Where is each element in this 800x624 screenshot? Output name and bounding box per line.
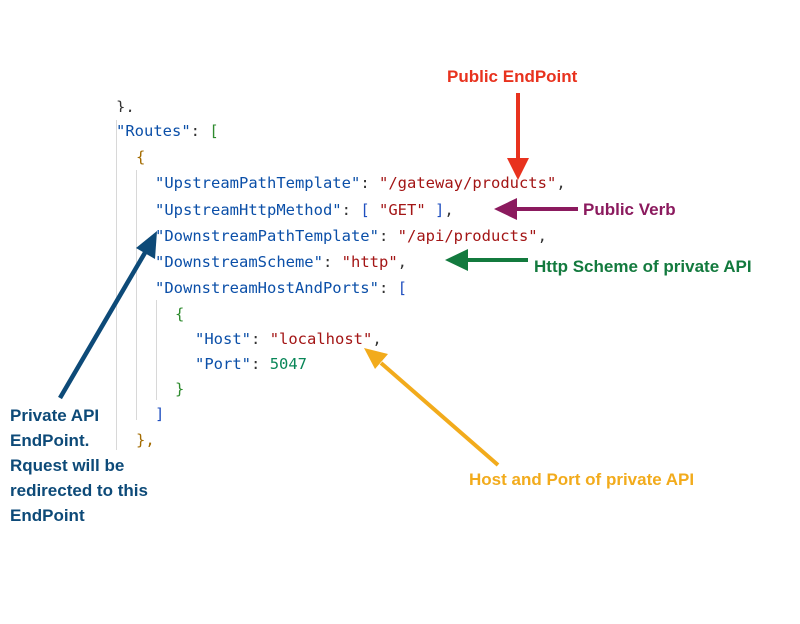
upstream-path-value: "/gateway/products" [379, 174, 557, 192]
public-endpoint-label: Public EndPoint [447, 67, 578, 86]
code-line-upstream-path: "UpstreamPathTemplate": "/gateway/produc… [155, 174, 566, 192]
host-open-brace: { [175, 305, 185, 323]
hosts-close-bracket: ] [155, 405, 165, 423]
private-endpoint-arrow [58, 249, 148, 400]
downstream-scheme-value: "http" [341, 253, 398, 271]
port-key: "Port" [195, 355, 251, 373]
indent-guide [116, 120, 117, 450]
http-scheme-arrowhead [445, 249, 468, 271]
code-line-downstream-scheme: "DownstreamScheme": "http", [155, 253, 408, 271]
public-endpoint-arrowhead [507, 158, 529, 180]
code-line-prev-close: }, [116, 100, 135, 112]
code-line-host-close: } [175, 380, 185, 398]
prev-close-brace: }, [116, 100, 135, 112]
code-line-route-close: }, [136, 431, 155, 449]
indent-guide [136, 170, 137, 420]
host-port-arrow [379, 361, 500, 467]
host-port-label: Host and Port of private API [469, 470, 695, 489]
downstream-scheme-key: "DownstreamScheme" [155, 253, 323, 271]
host-value: "localhost" [269, 330, 373, 348]
port-value: 5047 [269, 355, 308, 373]
upstream-method-value: "GET" [379, 201, 426, 219]
http-scheme-label: Http Scheme of private API [534, 257, 752, 276]
private-endpoint-label: Private API EndPoint. Rquest will be red… [10, 406, 148, 525]
upstream-path-key: "UpstreamPathTemplate" [155, 174, 361, 192]
upstream-method-key: "UpstreamHttpMethod" [155, 201, 342, 219]
code-line-downstream-path: "DownstreamPathTemplate": "/api/products… [155, 227, 547, 245]
code-line-upstream-method: "UpstreamHttpMethod": [ "GET" ], [155, 201, 454, 219]
code-line-route-open: { [136, 148, 146, 166]
downstream-hosts-key: "DownstreamHostAndPorts" [155, 279, 379, 297]
route-open-brace: { [136, 148, 146, 166]
host-key: "Host" [195, 330, 251, 348]
code-line-host: "Host": "localhost", [195, 330, 382, 348]
downstream-path-value: "/api/products" [397, 227, 538, 245]
hosts-open-bracket: [ [397, 279, 407, 297]
route-close-brace: }, [136, 431, 155, 449]
code-line-downstream-hosts: "DownstreamHostAndPorts": [ [155, 279, 407, 297]
routes-key: "Routes" [116, 122, 191, 140]
indent-guide [156, 300, 157, 400]
code-line-host-open: { [175, 305, 185, 323]
public-verb-arrowhead [494, 198, 517, 220]
public-verb-label: Public Verb [583, 200, 676, 219]
downstream-path-key: "DownstreamPathTemplate" [155, 227, 379, 245]
routes-open-bracket: [ [209, 122, 219, 140]
host-port-arrowhead [364, 348, 388, 369]
code-line-routes: "Routes": [ [116, 122, 219, 140]
host-close-brace: } [175, 380, 185, 398]
private-endpoint-arrowhead [136, 231, 157, 259]
code-line-hosts-close: ] [155, 405, 165, 423]
code-line-port: "Port": 5047 [195, 355, 308, 373]
